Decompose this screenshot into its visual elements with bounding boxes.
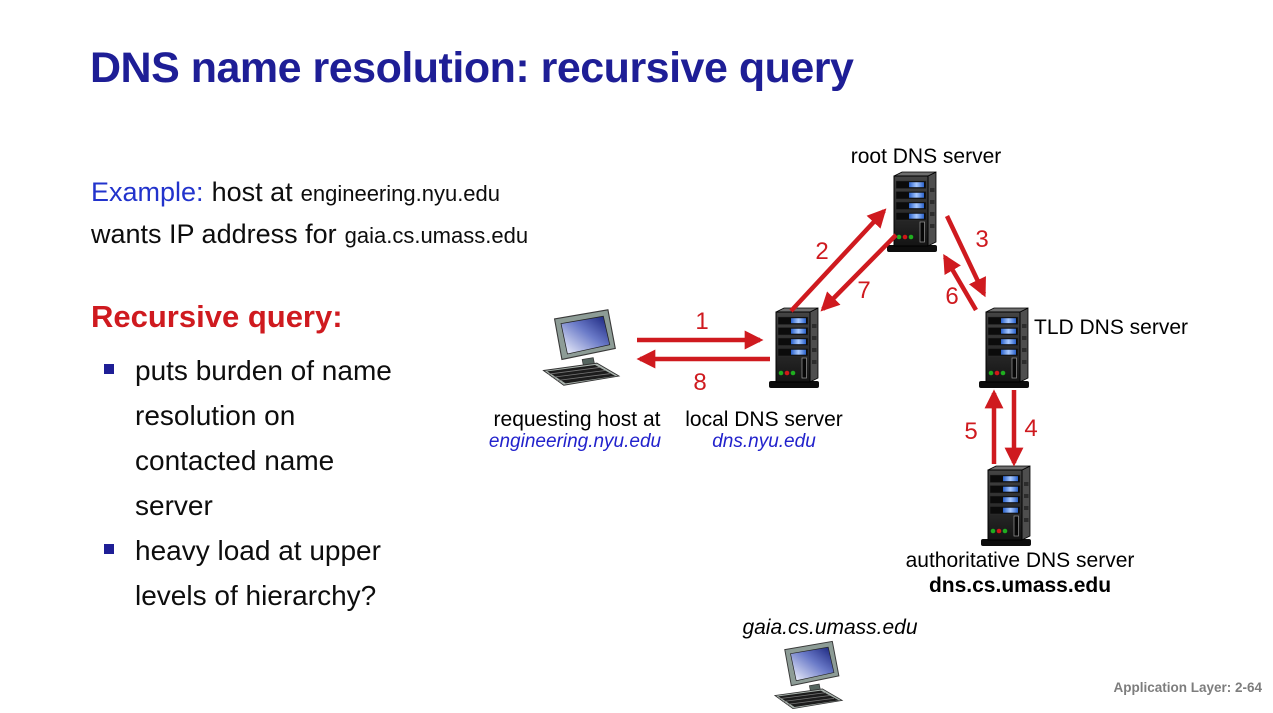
authoritative-dns-server-icon bbox=[978, 464, 1038, 548]
step-number-7: 7 bbox=[857, 277, 871, 304]
page-title: DNS name resolution: recursive query bbox=[90, 44, 854, 92]
step-number-3: 3 bbox=[975, 226, 989, 253]
step-number-5: 5 bbox=[964, 418, 978, 445]
example-host-domain: engineering.nyu.edu bbox=[300, 181, 501, 206]
tld-dns-server-icon bbox=[976, 306, 1036, 390]
step-number-6: 6 bbox=[945, 283, 959, 310]
step-number-1: 1 bbox=[695, 308, 709, 335]
local-dns-server-label: local DNS server bbox=[685, 408, 843, 431]
step-number-2: 2 bbox=[815, 238, 829, 265]
root-dns-server-label: root DNS server bbox=[850, 145, 1002, 168]
root-dns-server-icon bbox=[884, 170, 944, 254]
bullet-list: puts burden of name resolution on contac… bbox=[104, 348, 524, 618]
step-number-8: 8 bbox=[693, 369, 707, 396]
requesting-host-computer-icon bbox=[538, 306, 630, 389]
requesting-host-label: requesting host at bbox=[493, 408, 661, 431]
bullet-text: puts burden of name resolution on contac… bbox=[135, 355, 392, 521]
gaia-host-computer-icon bbox=[770, 638, 852, 712]
list-item: puts burden of name resolution on contac… bbox=[104, 348, 524, 528]
square-bullet-icon bbox=[104, 364, 114, 374]
example-text: Example:host at engineering.nyu.edu wants… bbox=[91, 172, 691, 256]
example-line-2: wants IP address for gaia.cs.umass.edu bbox=[91, 214, 691, 256]
gaia-host-label: gaia.cs.umass.edu bbox=[742, 616, 918, 639]
bullet-text: heavy load at upper levels of hierarchy? bbox=[135, 535, 381, 611]
example-lead: Example: bbox=[91, 177, 204, 207]
square-bullet-icon bbox=[104, 544, 114, 554]
example-line-1: Example:host at engineering.nyu.edu bbox=[91, 172, 691, 214]
list-item: heavy load at upper levels of hierarchy? bbox=[104, 528, 524, 618]
tld-dns-server-label: TLD DNS server bbox=[1034, 316, 1189, 339]
example-target-domain: gaia.cs.umass.edu bbox=[344, 223, 529, 248]
authoritative-dns-server-label: authoritative DNS server bbox=[905, 549, 1135, 572]
local-dns-server-icon bbox=[766, 306, 826, 390]
local-dns-server-domain: dns.nyu.edu bbox=[712, 431, 816, 452]
authoritative-dns-server-domain: dns.cs.umass.edu bbox=[928, 574, 1112, 597]
example-seg2: wants IP address for bbox=[91, 219, 337, 249]
slide-page-number: Application Layer: 2-64 bbox=[1113, 680, 1262, 695]
step-number-4: 4 bbox=[1024, 415, 1038, 442]
recursive-query-heading: Recursive query: bbox=[91, 299, 343, 334]
example-seg1: host at bbox=[211, 177, 293, 207]
requesting-host-domain: engineering.nyu.edu bbox=[488, 431, 662, 452]
